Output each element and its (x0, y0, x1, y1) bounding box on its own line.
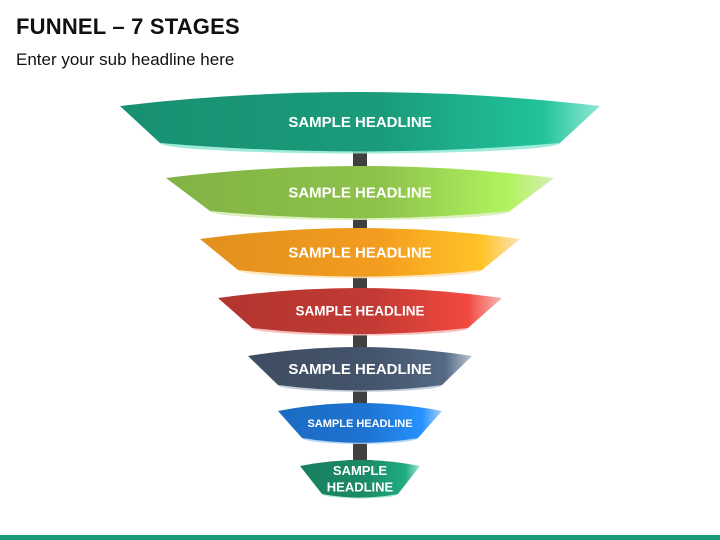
stage-2-label: SAMPLE HEADLINE (288, 184, 431, 201)
bottom-accent-bar (0, 535, 720, 540)
funnel-stage-3: SAMPLE HEADLINE (200, 228, 520, 279)
stage-body (120, 92, 600, 152)
funnel-stage-6: SAMPLE HEADLINE (278, 403, 442, 444)
stage-4-label: SAMPLE HEADLINE (295, 304, 424, 319)
slide-title: FUNNEL – 7 STAGES (16, 14, 240, 39)
stage-body (248, 347, 472, 391)
funnel-stage-2: SAMPLE HEADLINE (166, 166, 554, 220)
stage-body (300, 460, 420, 498)
stage-7-label: SAMPLE (333, 463, 388, 478)
stage-body (166, 166, 554, 219)
funnel-stage-1: SAMPLE HEADLINE (120, 92, 600, 154)
stage-5-label: SAMPLE HEADLINE (288, 361, 431, 378)
funnel-stage-5: SAMPLE HEADLINE (248, 347, 472, 392)
stage-7-label: HEADLINE (327, 479, 394, 494)
slide-subtitle: Enter your sub headline here (16, 50, 235, 69)
funnel-stages: SAMPLE HEADLINE SAMPLE HEADLINE SAMPLE HEA… (120, 92, 600, 499)
funnel-stage-4: SAMPLE HEADLINE (218, 288, 502, 336)
stage-body (218, 288, 502, 334)
stage-3-label: SAMPLE HEADLINE (288, 245, 431, 262)
stage-body (278, 403, 442, 443)
stage-body (200, 228, 520, 277)
stage-6-label: SAMPLE HEADLINE (307, 418, 412, 430)
stage-1-label: SAMPLE HEADLINE (288, 114, 431, 131)
